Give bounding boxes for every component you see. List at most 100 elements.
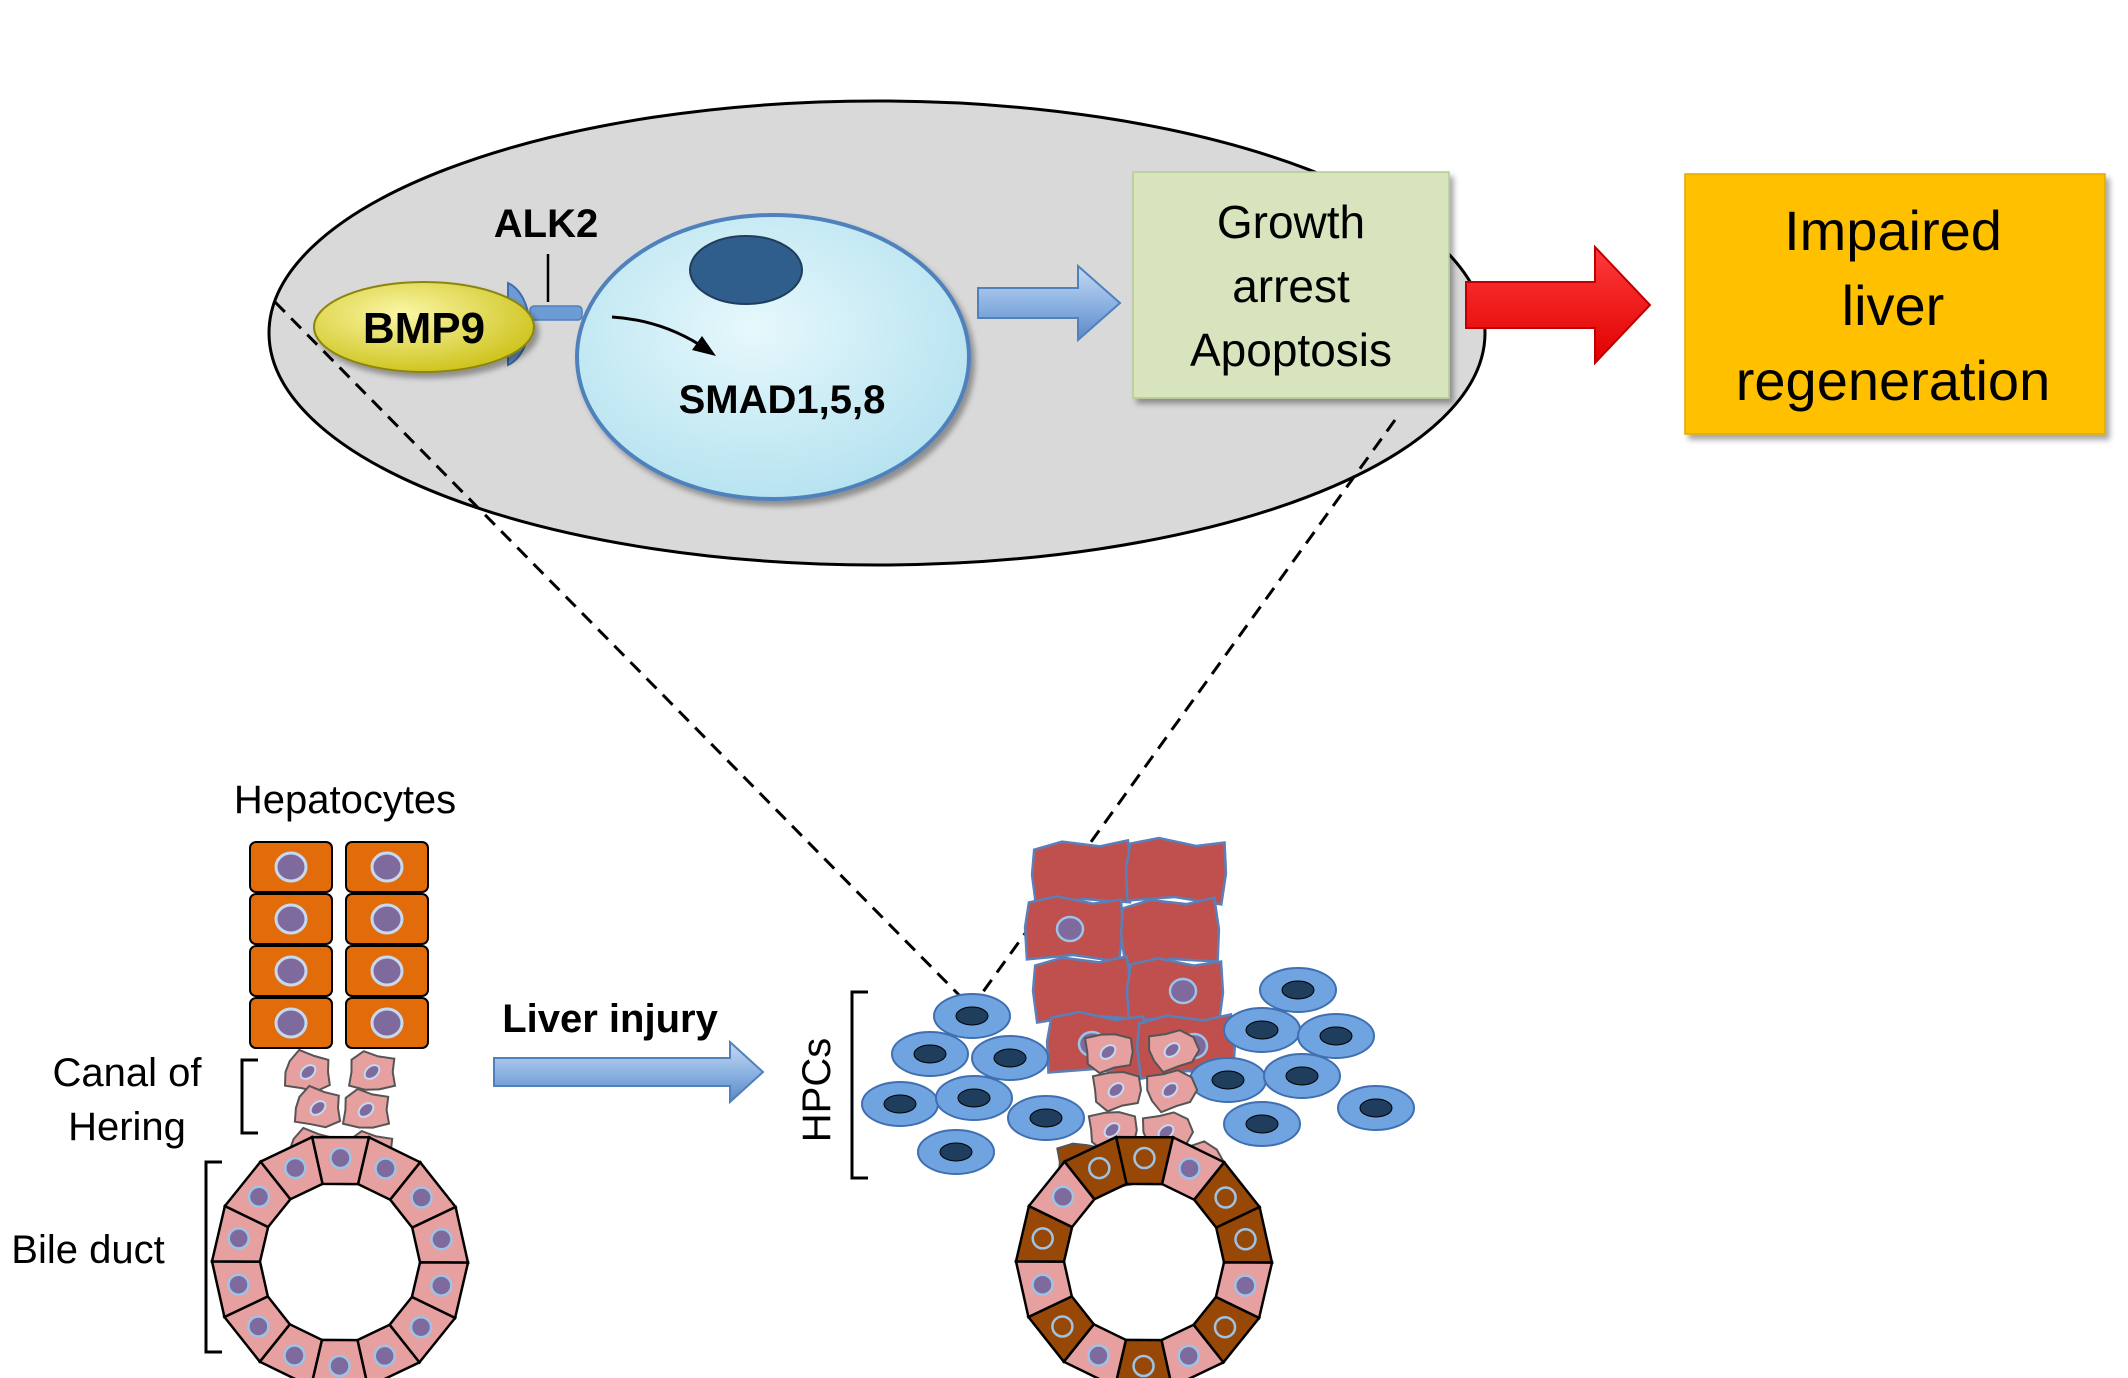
damaged-hepatocytes — [1023, 836, 1237, 1081]
canal-cell-nucleus — [299, 1064, 317, 1080]
bmp9-ligand — [313, 281, 535, 373]
zoom-line-right — [978, 419, 1397, 997]
alk2-label: ALK2 — [494, 202, 598, 246]
hpc-nucleus — [913, 1044, 947, 1064]
hpc-nucleus — [1359, 1098, 1393, 1118]
canal-cell-nucleus — [309, 1100, 327, 1116]
damaged-hepatocyte — [1119, 896, 1221, 969]
signal-arrowhead — [692, 336, 716, 356]
bile-duct-bracket — [204, 1160, 222, 1354]
hepatocytes-label: Hepatocytes — [234, 778, 456, 822]
arrow-to-impaired — [1465, 244, 1652, 366]
growth-line3: Apoptosis — [1190, 324, 1392, 376]
hepatocyte-nucleus — [274, 1007, 308, 1039]
hpc-nucleus — [1245, 1114, 1279, 1134]
duct-cell-nucleus — [1087, 1344, 1110, 1367]
hepatocyte-nucleus — [370, 903, 404, 935]
damaged-hepatocyte-nucleus — [1168, 977, 1198, 1005]
duct-cell-nucleus — [227, 1273, 250, 1296]
hpc-cells — [861, 967, 1415, 1175]
duct-cell-nucleus — [1051, 1185, 1075, 1209]
hpc-nucleus — [993, 1048, 1027, 1068]
hpc-nucleus — [1211, 1070, 1245, 1090]
duct-cell-nucleus — [284, 1156, 307, 1180]
canal-cell-nucleus — [357, 1102, 375, 1118]
duct-cell-nucleus — [1031, 1227, 1054, 1250]
left-bile-duct — [210, 1048, 470, 1378]
hepatocyte-nucleus — [370, 1007, 404, 1039]
smad-label: SMAD1,5,8 — [679, 378, 886, 422]
canal-cell-nucleus — [1107, 1082, 1125, 1098]
duct-cell-nucleus — [430, 1228, 453, 1251]
canal-cell-nucleus — [363, 1064, 381, 1080]
right-bile-duct — [1014, 1029, 1274, 1378]
canal-cell-nucleus — [1161, 1082, 1179, 1098]
duct-cell-nucleus — [1234, 1228, 1257, 1251]
duct-cell-nucleus — [329, 1146, 352, 1170]
canal-label-line2: Hering — [68, 1105, 186, 1149]
zoom-line-left — [273, 300, 962, 998]
cell-nucleus — [689, 235, 803, 305]
growth-arrest-box — [1132, 171, 1450, 399]
hpcs-label: HPCs — [795, 1038, 839, 1142]
alk2-receptor-stem — [529, 305, 583, 321]
hpc-nucleus — [1285, 1066, 1319, 1086]
duct-cell-nucleus — [1088, 1156, 1111, 1180]
duct-cell-nucleus — [1213, 1315, 1237, 1339]
duct-cell-nucleus — [410, 1186, 433, 1209]
hepatocyte-nucleus — [370, 955, 404, 987]
duct-cell-nucleus — [1214, 1186, 1237, 1209]
canal-label-line1: Canal of — [53, 1051, 203, 1095]
hpc-nucleus — [883, 1094, 917, 1114]
hpc-nucleus — [1281, 980, 1315, 1000]
canal-cell-nucleus — [1099, 1044, 1117, 1060]
duct-cell-nucleus — [247, 1315, 270, 1338]
hepatocyte-columns — [249, 841, 429, 1049]
hepatocyte-nucleus — [370, 851, 404, 883]
duct-cell-nucleus — [1031, 1273, 1054, 1296]
hpc-nucleus — [1319, 1026, 1353, 1046]
hepatocyte-nucleus — [274, 955, 308, 987]
duct-cell-nucleus — [1132, 1354, 1155, 1378]
duct-cell-nucleus — [328, 1354, 351, 1378]
duct-cell-nucleus — [1051, 1315, 1074, 1338]
hpc-nucleus — [939, 1142, 973, 1162]
arrow-to-growth — [977, 263, 1122, 343]
cell-body — [575, 213, 971, 501]
impaired-line2: liver — [1842, 274, 1945, 337]
damaged-hepatocyte — [1124, 836, 1228, 906]
impaired-line3: regeneration — [1736, 349, 2050, 412]
duct-cell-nucleus — [1133, 1146, 1156, 1170]
duct-cell-nucleus — [283, 1344, 306, 1367]
duct-cell-nucleus — [1234, 1274, 1257, 1297]
hpc-nucleus — [955, 1006, 989, 1026]
signal-arrow — [611, 315, 701, 347]
bile-duct-label: Bile duct — [11, 1228, 164, 1272]
liver-injury-arrow — [493, 1039, 765, 1105]
damaged-hepatocyte — [1030, 838, 1134, 909]
duct-cell-nucleus — [373, 1344, 396, 1368]
duct-cell-nucleus — [1178, 1157, 1201, 1180]
canal-cell-nucleus — [1103, 1122, 1121, 1138]
duct-cell-nucleus — [1177, 1344, 1200, 1368]
growth-line2: arrest — [1232, 260, 1350, 312]
hpc-nucleus — [1245, 1020, 1279, 1040]
hepatocyte-nucleus — [274, 851, 308, 883]
impaired-line1: Impaired — [1784, 199, 2002, 262]
canal-bracket — [240, 1058, 258, 1135]
hpcs-bracket — [850, 990, 868, 1180]
hpc-nucleus — [957, 1088, 991, 1108]
duct-cell-nucleus — [409, 1315, 433, 1339]
duct-cell-nucleus — [227, 1227, 250, 1250]
hpc-nucleus — [1029, 1108, 1063, 1128]
growth-line1: Growth — [1217, 196, 1365, 248]
duct-cell-nucleus — [247, 1185, 271, 1209]
bmp9-label: BMP9 — [363, 304, 485, 353]
canal-cell-nucleus — [1163, 1042, 1181, 1058]
duct-cell-nucleus — [374, 1157, 397, 1180]
liver-injury-label: Liver injury — [502, 997, 718, 1041]
duct-cell-nucleus — [430, 1274, 453, 1297]
hepatocyte-nucleus — [274, 903, 308, 935]
